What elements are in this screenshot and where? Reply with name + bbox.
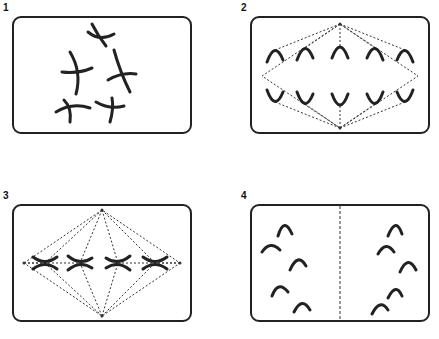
stage-panel: 2 bbox=[250, 16, 430, 134]
stage-panel: 4 bbox=[250, 204, 430, 322]
stage-number: 4 bbox=[241, 191, 247, 201]
spindle-poles bbox=[23, 23, 342, 318]
stage-panel: 1 bbox=[12, 16, 192, 134]
stage-number: 1 bbox=[3, 3, 9, 13]
stage-number: 3 bbox=[3, 191, 9, 201]
chromosomes bbox=[33, 24, 416, 314]
spindle-fibres bbox=[24, 24, 418, 320]
stage-number: 2 bbox=[241, 3, 247, 13]
stage-panel: 3 bbox=[12, 204, 192, 322]
